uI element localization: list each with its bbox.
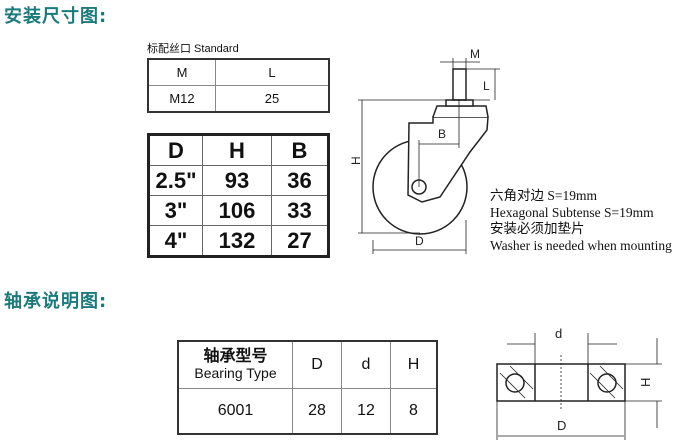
- label-m: M: [470, 47, 480, 61]
- header-b: B: [271, 134, 329, 166]
- cell: 36: [271, 165, 329, 196]
- label-h: H: [349, 156, 363, 165]
- fork: [407, 116, 489, 203]
- note-line: 六角对边 S=19mm: [490, 188, 597, 203]
- cell: 2.5": [148, 165, 203, 196]
- header-d: D: [292, 340, 342, 389]
- label-l: L: [483, 79, 490, 93]
- cell: 27: [271, 225, 329, 257]
- header-small-d: d: [341, 340, 391, 389]
- cell: 4": [148, 225, 203, 257]
- note-line: Washer is needed when mounting: [490, 237, 672, 253]
- label-d: D: [415, 234, 424, 248]
- bearing-label-d: d: [555, 326, 562, 341]
- bearing-drawing: [496, 333, 662, 440]
- cell: 12: [341, 387, 391, 435]
- cell: 106: [202, 195, 272, 226]
- cell: 8: [390, 387, 438, 435]
- header-h: H: [390, 340, 438, 389]
- bearing-type-en: Bearing Type: [194, 364, 277, 381]
- cell: 132: [202, 225, 272, 257]
- bearing-heading: 轴承说明图:: [4, 291, 108, 312]
- bearing-label-h: H: [638, 378, 653, 387]
- cell: 33: [271, 195, 329, 226]
- install-heading: 安装尺寸图:: [4, 6, 108, 27]
- hex-nut: [445, 99, 474, 107]
- header-h: H: [202, 134, 272, 166]
- standard-caption: 标配丝口 Standard: [147, 43, 239, 55]
- mounting-notes: 六角对边 S=19mm Hexagonal Subtense S=19mm 安装…: [490, 188, 672, 254]
- bearing-type-cn: 轴承型号: [203, 347, 268, 365]
- threaded-stem: [452, 68, 467, 101]
- top-plate: [432, 105, 489, 118]
- note-line: 安装必须加垫片: [490, 221, 585, 236]
- cell: 6001: [177, 387, 293, 435]
- cell: 93: [202, 165, 272, 196]
- bearing-label-big-d: D: [557, 418, 566, 433]
- header-d: D: [148, 134, 203, 166]
- caster-drawing: [358, 58, 500, 254]
- cell-l: 25: [215, 85, 330, 113]
- label-b: B: [438, 127, 446, 141]
- cell-m: M12: [147, 85, 216, 113]
- note-line: Hexagonal Subtense S=19mm: [490, 204, 654, 220]
- cell: 28: [292, 387, 342, 435]
